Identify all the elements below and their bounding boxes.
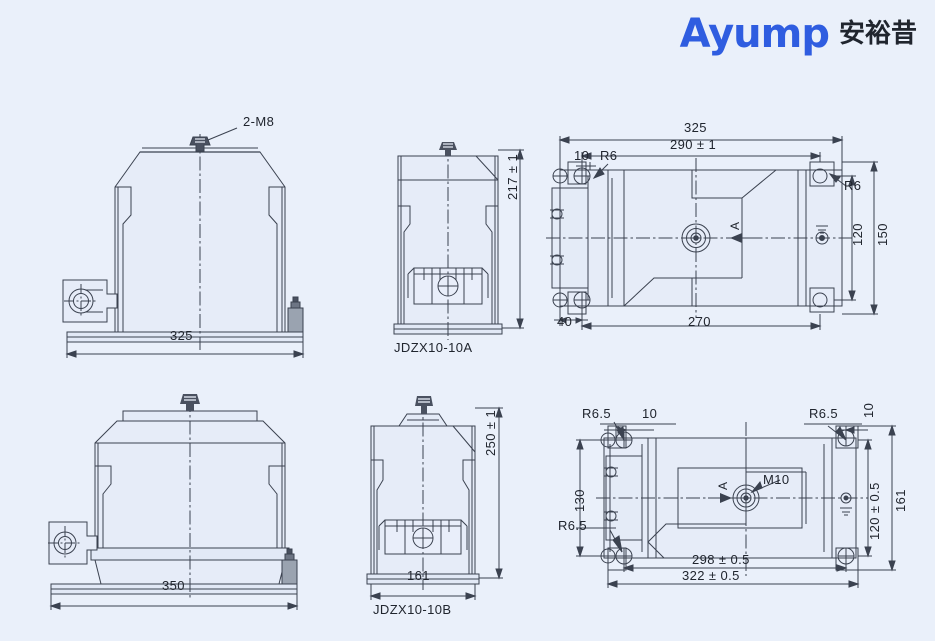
label-inner-height-120: 120 [850,223,865,246]
label-body-length-270: 270 [688,314,711,329]
label-inner-height-120: 120 ± 0.5 [867,482,882,540]
label-2-m8: 2-M8 [243,114,275,129]
label-radius-r6-left: R6 [600,148,618,163]
label-overall-width-322: 322 ± 0.5 [682,568,740,583]
drawing-top-right-plan-view: 325 290 ± 1 10 R6 R6 120 150 40 270 A [546,118,935,343]
label-radius-r6-right: R6 [844,178,862,193]
label-slot-10-top-left: 10 [642,406,658,421]
drawing-bottom-left-front-view: 350 [35,388,365,610]
label-radius-r65-top-left: R6.5 [582,406,612,421]
label-model-jdzx10-10a: JDZX10-10A [394,340,473,355]
brand-logo: Ayump 安裕昔 [680,14,917,54]
logo-wordmark: Ayump [679,11,830,57]
label-overall-width-325: 325 [684,120,707,135]
drawing-bottom-right-plan-view: R6.5 10 R6.5 10 130 R6.5 M10 120 ± 0.5 1… [556,400,935,595]
label-section-marker-a: A [728,221,742,230]
label-radius-r65-top-right: R6.5 [809,406,839,421]
label-thread-m10: M10 [763,472,790,487]
label-outer-height-161: 161 [893,489,908,512]
drawing-top-middle-side-view: 217 ± 1 JDZX10-10A [380,128,540,358]
logo-wordmark-chinese: 安裕昔 [838,19,917,49]
label-edge-offset-40: 40 [557,314,573,329]
label-width-161: 161 [407,568,430,583]
label-left-height-130: 130 [572,489,587,512]
label-section-marker-a: A [716,481,730,490]
label-radius-r65-bottom-left: R6.5 [558,518,588,533]
label-model-jdzx10-10b: JDZX10-10B [373,602,452,617]
label-slot-10: 10 [574,148,590,163]
drawing-top-left-front-view: 2-M8 325 [45,112,375,362]
label-outer-height-150: 150 [875,223,890,246]
label-mount-width-290: 290 ± 1 [670,137,717,152]
label-width-350: 350 [162,578,185,593]
drawing-bottom-middle-side-view: 250 ± 1 161 JDZX10-10B [355,394,520,617]
label-height-217: 217 ± 1 [505,153,520,200]
label-height-250: 250 ± 1 [483,409,498,456]
label-width-325: 325 [170,328,193,343]
label-mount-width-298: 298 ± 0.5 [692,552,750,567]
label-slot-10-top-right: 10 [861,402,876,418]
